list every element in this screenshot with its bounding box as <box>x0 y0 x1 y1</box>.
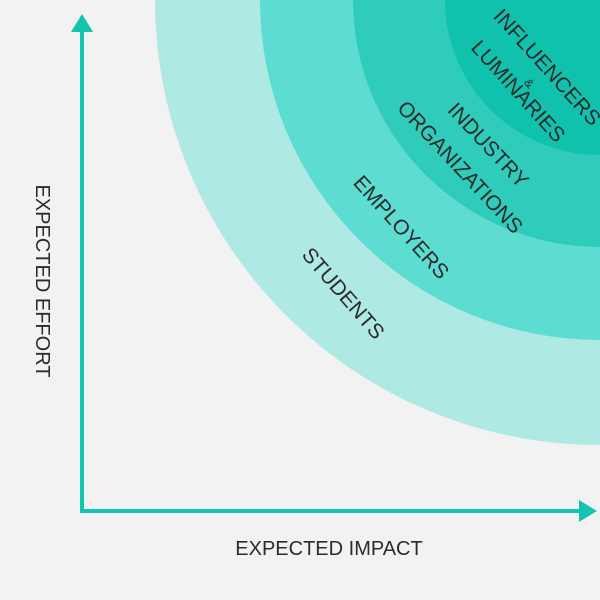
y-axis-label: EXPECTED EFFORT <box>31 185 53 378</box>
ring-influencers-luminaries <box>445 0 600 155</box>
x-axis-label: EXPECTED IMPACT <box>235 538 422 560</box>
y-axis-arrow-icon <box>71 14 93 32</box>
x-axis-arrow-icon <box>579 500 597 522</box>
axes <box>71 14 597 522</box>
